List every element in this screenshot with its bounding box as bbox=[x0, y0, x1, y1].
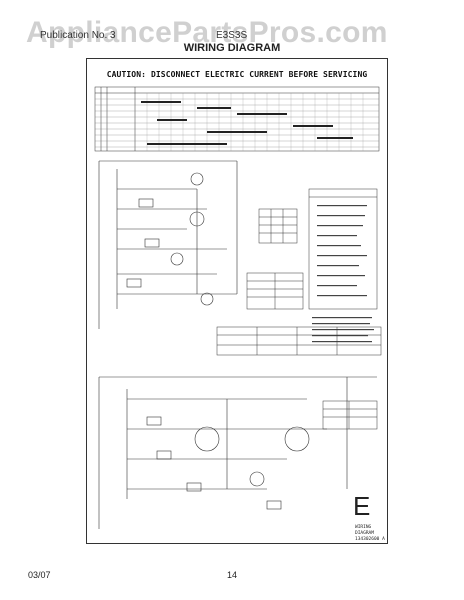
footer-page-number: 14 bbox=[226, 570, 237, 580]
diagram-label-line2: 134302600 A bbox=[355, 537, 385, 542]
caution-banner: CAUTION: DISCONNECT ELECTRIC CURRENT BEF… bbox=[106, 70, 368, 79]
diagram-part-label: WIRING DIAGRAM 134302600 A bbox=[355, 525, 387, 543]
footer-date: 03/07 bbox=[28, 570, 51, 580]
diagram-letter: E bbox=[353, 491, 371, 521]
wiring-diagram-sheet: CAUTION: DISCONNECT ELECTRIC CURRENT BEF… bbox=[86, 58, 388, 544]
header-publication: Publication No. 3 bbox=[40, 30, 116, 41]
diagram-label-line1: WIRING DIAGRAM bbox=[355, 525, 374, 536]
page-title: WIRING DIAGRAM bbox=[183, 42, 281, 54]
header-model: E3S3S bbox=[216, 30, 248, 41]
watermark-logo-text: AppliancePartsPros.com bbox=[26, 16, 388, 49]
wiring-diagram-drawing bbox=[94, 86, 382, 529]
